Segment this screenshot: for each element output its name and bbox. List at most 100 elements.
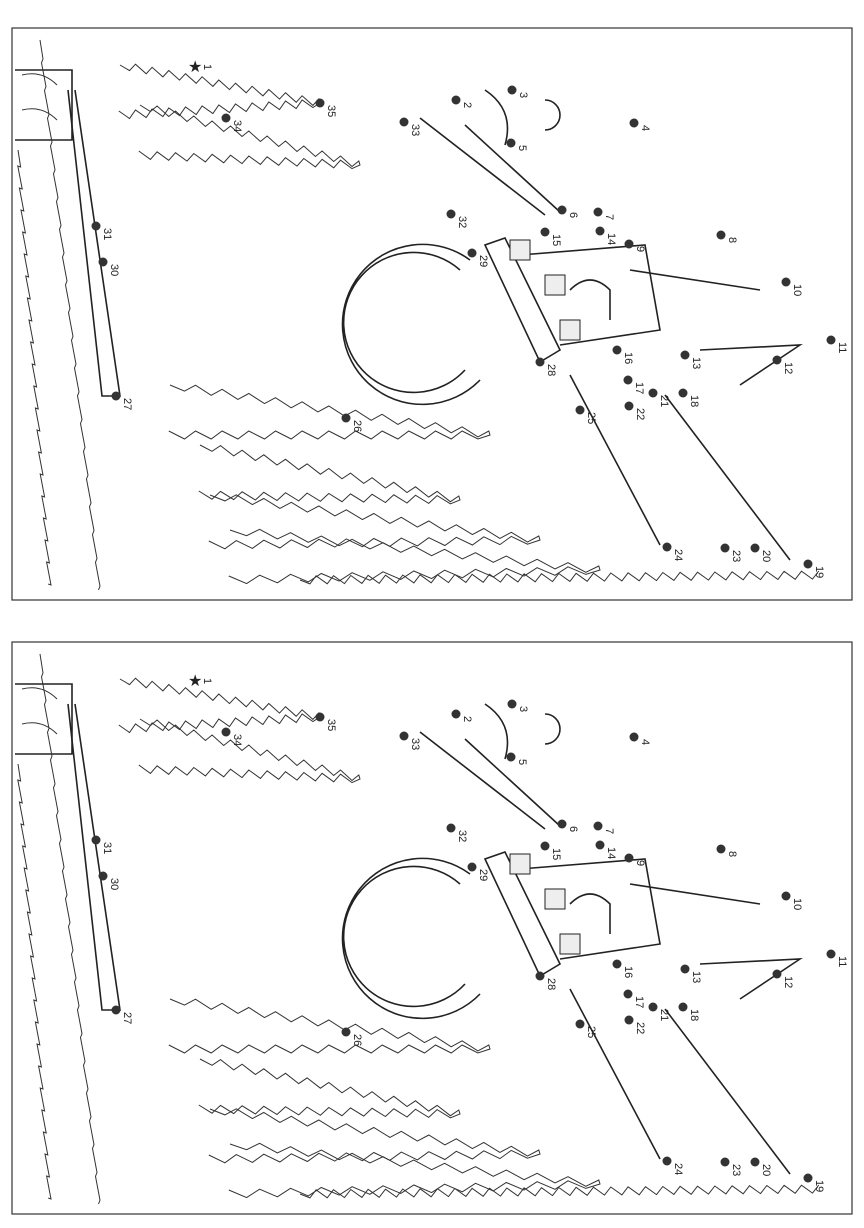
tower-facade (519, 244, 661, 346)
window-2 (559, 319, 581, 341)
dot-2 (451, 95, 461, 105)
upper-walkway (419, 731, 561, 830)
dot-label-7: 7 (603, 828, 615, 834)
tower-top (484, 89, 561, 146)
dot-32 (446, 209, 456, 219)
dot-label-27: 27 (121, 1012, 133, 1024)
dot-label-20: 20 (760, 1164, 772, 1176)
dot-label-21: 21 (658, 395, 670, 407)
dot-20 (750, 1157, 760, 1167)
window-1 (544, 888, 566, 910)
dot-16 (612, 959, 622, 969)
dot-12 (772, 969, 782, 979)
tower-roof (629, 269, 803, 386)
dot-18 (678, 388, 688, 398)
panel-border (11, 641, 853, 1215)
window-0 (509, 853, 531, 875)
tree-5 (228, 528, 601, 585)
dot-17 (623, 989, 633, 999)
dot-label-10: 10 (791, 284, 803, 296)
dot-label-2: 2 (461, 102, 473, 108)
dot-8 (716, 230, 726, 240)
dot-label-23: 23 (730, 1164, 742, 1176)
tower-arch (569, 893, 611, 934)
tree-4 (208, 1108, 541, 1164)
dot-label-13: 13 (690, 971, 702, 983)
dot-14 (595, 226, 605, 236)
dot-label-27: 27 (121, 398, 133, 410)
dot-8 (716, 844, 726, 854)
dot-21 (648, 388, 658, 398)
dot-label-8: 8 (726, 237, 738, 243)
dot-label-35: 35 (325, 719, 337, 731)
dot-label-3: 3 (517, 92, 529, 98)
dot-label-28: 28 (545, 364, 557, 376)
tree-1 (138, 104, 361, 170)
shrubs (299, 1184, 820, 1199)
upper-walkway (419, 117, 561, 216)
dot-27 (111, 391, 121, 401)
dot-label-25: 25 (585, 412, 597, 424)
dot-label-30: 30 (108, 878, 120, 890)
dot-14 (595, 840, 605, 850)
dot-label-24: 24 (672, 549, 684, 561)
dot-10 (781, 891, 791, 901)
dot-label-12: 12 (782, 362, 794, 374)
gate (15, 683, 73, 755)
tree-3 (198, 1058, 461, 1119)
dot-17 (623, 375, 633, 385)
dot-label-31: 31 (101, 842, 113, 854)
gate-arches (21, 73, 58, 121)
dot-label-8: 8 (726, 851, 738, 857)
dot-label-29: 29 (477, 255, 489, 267)
dot-4 (629, 732, 639, 742)
dot-label-11: 11 (836, 342, 848, 353)
lower-span (569, 988, 791, 1175)
dot-label-19: 19 (813, 1180, 825, 1192)
shore (17, 763, 52, 1200)
tower-body (483, 851, 562, 978)
dot-label-33: 33 (409, 124, 421, 136)
dot-11 (826, 335, 836, 345)
tower-top (484, 703, 561, 760)
dot-label-25: 25 (585, 1026, 597, 1038)
dot-label-34: 34 (231, 120, 243, 132)
dot-label-28: 28 (545, 978, 557, 990)
dot-10 (781, 277, 791, 287)
dot-label-3: 3 (517, 706, 529, 712)
dot-label-16: 16 (622, 352, 634, 364)
star-icon: ★ (188, 59, 202, 76)
dot-22 (624, 401, 634, 411)
dot-25 (575, 1019, 585, 1029)
dot-label-4: 4 (639, 739, 651, 745)
dot-21 (648, 1002, 658, 1012)
dot-label-2: 2 (461, 716, 473, 722)
dot-30 (98, 257, 108, 267)
dot-34 (221, 113, 231, 123)
dot-35 (315, 712, 325, 722)
dot-label-12: 12 (782, 976, 794, 988)
dot-label-33: 33 (409, 738, 421, 750)
dot-34 (221, 727, 231, 737)
dot-label-21: 21 (658, 1009, 670, 1021)
dot-18 (678, 1002, 688, 1012)
window-1 (544, 274, 566, 296)
gate (15, 69, 73, 141)
dot-23 (720, 543, 730, 553)
dot-30 (98, 871, 108, 881)
tree-2 (168, 998, 491, 1054)
dot-9 (624, 853, 634, 863)
dot-6 (557, 205, 567, 215)
dot-label-15: 15 (550, 848, 562, 860)
dot-20 (750, 543, 760, 553)
dot-label-13: 13 (690, 357, 702, 369)
dot-label-1: 1 (201, 64, 213, 70)
dot-label-14: 14 (605, 847, 617, 859)
dot-label-30: 30 (108, 264, 120, 276)
dot-label-16: 16 (622, 966, 634, 978)
dot-3 (507, 699, 517, 709)
tower-facade (519, 858, 661, 960)
dot-19 (803, 559, 813, 569)
dot-26 (341, 1027, 351, 1037)
